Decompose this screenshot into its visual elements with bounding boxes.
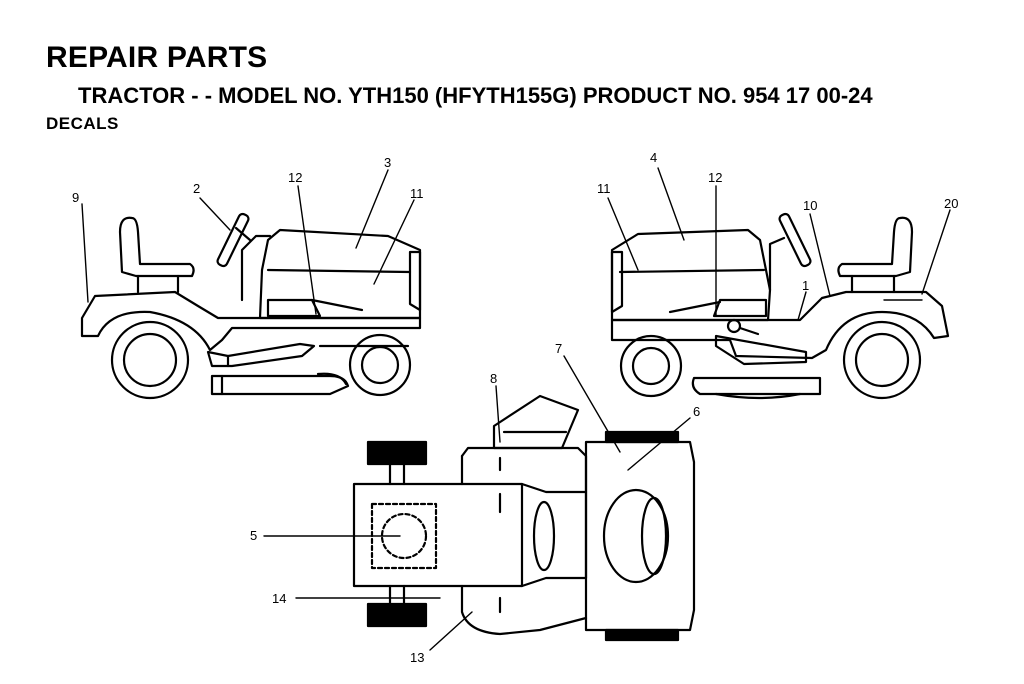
callout-8: 8: [490, 371, 497, 386]
callout-7: 7: [555, 341, 562, 356]
callout-5: 5: [250, 528, 257, 543]
tractor-top-view: [263, 355, 696, 651]
callout-13: 13: [410, 650, 424, 665]
callout-3: 3: [384, 155, 391, 170]
page-title: REPAIR PARTS: [46, 41, 268, 74]
callout-4: 4: [650, 150, 657, 165]
callout-6: 6: [693, 404, 700, 419]
callout-1: 1: [802, 278, 809, 293]
callout-12-right: 12: [708, 170, 722, 185]
callout-11-right: 11: [597, 181, 611, 196]
callout-10: 10: [803, 198, 817, 213]
tractor-right-side-view: [607, 167, 951, 400]
tractor-left-side-view: [80, 169, 422, 400]
page-subtitle: TRACTOR - - MODEL NO. YTH150 (HFYTH155G)…: [78, 83, 873, 108]
section-heading: DECALS: [46, 114, 119, 133]
callout-12-left: 12: [288, 170, 302, 185]
callout-11-left: 11: [410, 186, 424, 201]
callout-14: 14: [272, 591, 286, 606]
callout-9: 9: [72, 190, 79, 205]
callout-2: 2: [193, 181, 200, 196]
callout-20: 20: [944, 196, 958, 211]
